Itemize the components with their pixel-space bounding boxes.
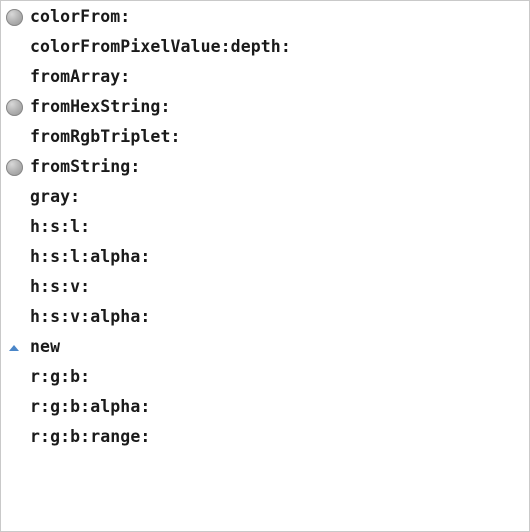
method-label: r:g:b: [30,367,91,386]
method-item-h-s-l-alpha[interactable]: h:s:l:alpha: [1,242,529,272]
method-item-colorfrom[interactable]: colorFrom: [1,2,529,32]
method-item-h-s-v[interactable]: h:s:v: [1,272,529,302]
method-item-r-g-b-range[interactable]: r:g:b:range: [1,422,529,452]
method-label: h:s:l: [30,217,91,236]
method-item-h-s-l[interactable]: h:s:l: [1,212,529,242]
method-label: colorFromPixelValue:depth: [30,37,291,56]
method-label: h:s:l:alpha: [30,247,151,266]
method-label: h:s:v:alpha: [30,307,151,326]
method-label: colorFrom: [30,7,131,26]
method-label: gray: [30,187,81,206]
method-label: fromArray: [30,67,131,86]
method-label: fromRgbTriplet: [30,127,181,146]
method-list: colorFrom: colorFromPixelValue:depth: fr… [1,1,529,452]
circle-marker-icon [6,9,23,26]
method-item-h-s-v-alpha[interactable]: h:s:v:alpha: [1,302,529,332]
method-label: r:g:b:alpha: [30,397,151,416]
method-item-colorfrompixelvalue-depth[interactable]: colorFromPixelValue:depth: [1,32,529,62]
method-item-fromrgbtriplet[interactable]: fromRgbTriplet: [1,122,529,152]
method-item-fromhexstring[interactable]: fromHexString: [1,92,529,122]
method-item-fromstring[interactable]: fromString: [1,152,529,182]
method-label: h:s:v: [30,277,91,296]
method-item-fromarray[interactable]: fromArray: [1,62,529,92]
circle-marker-icon [6,99,23,116]
method-label: r:g:b:range: [30,427,151,446]
method-label: new [30,337,61,356]
method-item-r-g-b[interactable]: r:g:b: [1,362,529,392]
method-item-gray[interactable]: gray: [1,182,529,212]
circle-marker-icon [6,159,23,176]
method-item-new[interactable]: new [1,332,529,362]
override-up-arrow-icon [9,345,19,351]
method-label: fromHexString: [30,97,171,116]
method-item-r-g-b-alpha[interactable]: r:g:b:alpha: [1,392,529,422]
method-label: fromString: [30,157,141,176]
